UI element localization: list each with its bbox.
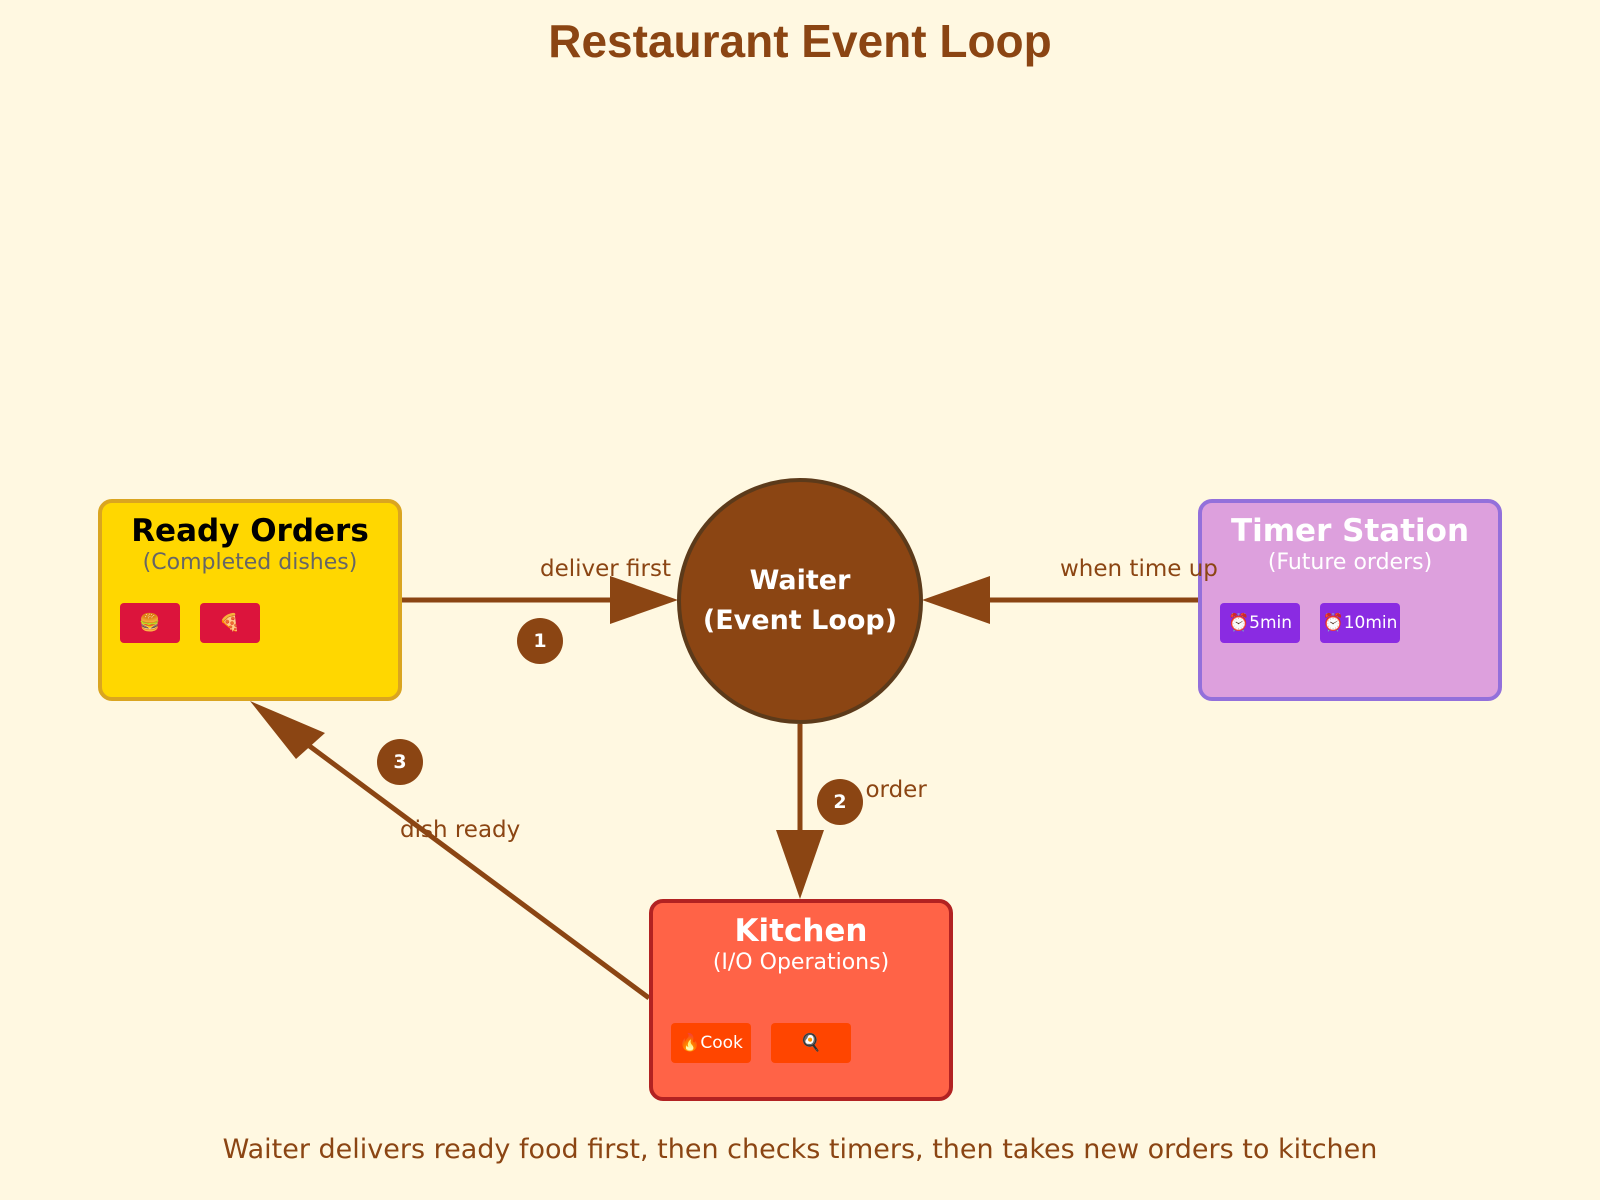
kitchen-subtitle: (I/O Operations) [712, 950, 890, 975]
timer-station-subtitle: (Future orders) [1267, 550, 1433, 575]
arrowhead-timer-to-waiter [922, 576, 990, 624]
arrow-kitchen-to-ready [294, 733, 651, 1001]
pizza-chip: 🍕 [200, 603, 260, 643]
diagram-title: Restaurant Event Loop [548, 15, 1052, 67]
timer-station-title: Timer Station [1230, 513, 1470, 549]
step-badge-1: 1 [517, 618, 563, 664]
arrowhead-waiter-to-kitchen [776, 830, 824, 899]
arrowhead-ready-to-waiter [610, 576, 678, 624]
waiter-event-loop-node: Waiter (Event Loop) [677, 478, 923, 724]
waiter-subtitle: (Event Loop) [702, 605, 898, 636]
timer-10min-chip: ⏰10min [1320, 603, 1400, 643]
arrowhead-kitchen-to-ready [250, 701, 325, 759]
step-badge-2: 2 [817, 779, 863, 825]
edge-label-deliver-first: deliver first [540, 556, 672, 582]
step-badge-3: 3 [377, 739, 423, 785]
kitchen-title: Kitchen [734, 913, 868, 949]
ready-orders-subtitle: (Completed dishes) [142, 550, 358, 575]
edge-label-dish-ready: dish ready [400, 817, 521, 843]
diagram-caption: Waiter delivers ready food first, then c… [222, 1134, 1378, 1165]
timer-station-node: Timer Station (Future orders) ⏰5min ⏰10m… [1198, 499, 1502, 701]
kitchen-node: Kitchen (I/O Operations) 🔥Cook 🍳 [649, 899, 953, 1101]
ready-orders-title: Ready Orders [131, 513, 369, 549]
timer-5min-chip: ⏰5min [1220, 603, 1300, 643]
pan-chip: 🍳 [771, 1023, 851, 1063]
burger-chip: 🍔 [120, 603, 180, 643]
waiter-title: Waiter [749, 565, 851, 596]
edge-label-when-time-up: when time up [1060, 556, 1218, 582]
ready-orders-node: Ready Orders (Completed dishes) 🍔 🍕 [98, 499, 402, 701]
cook-chip: 🔥Cook [671, 1023, 751, 1063]
